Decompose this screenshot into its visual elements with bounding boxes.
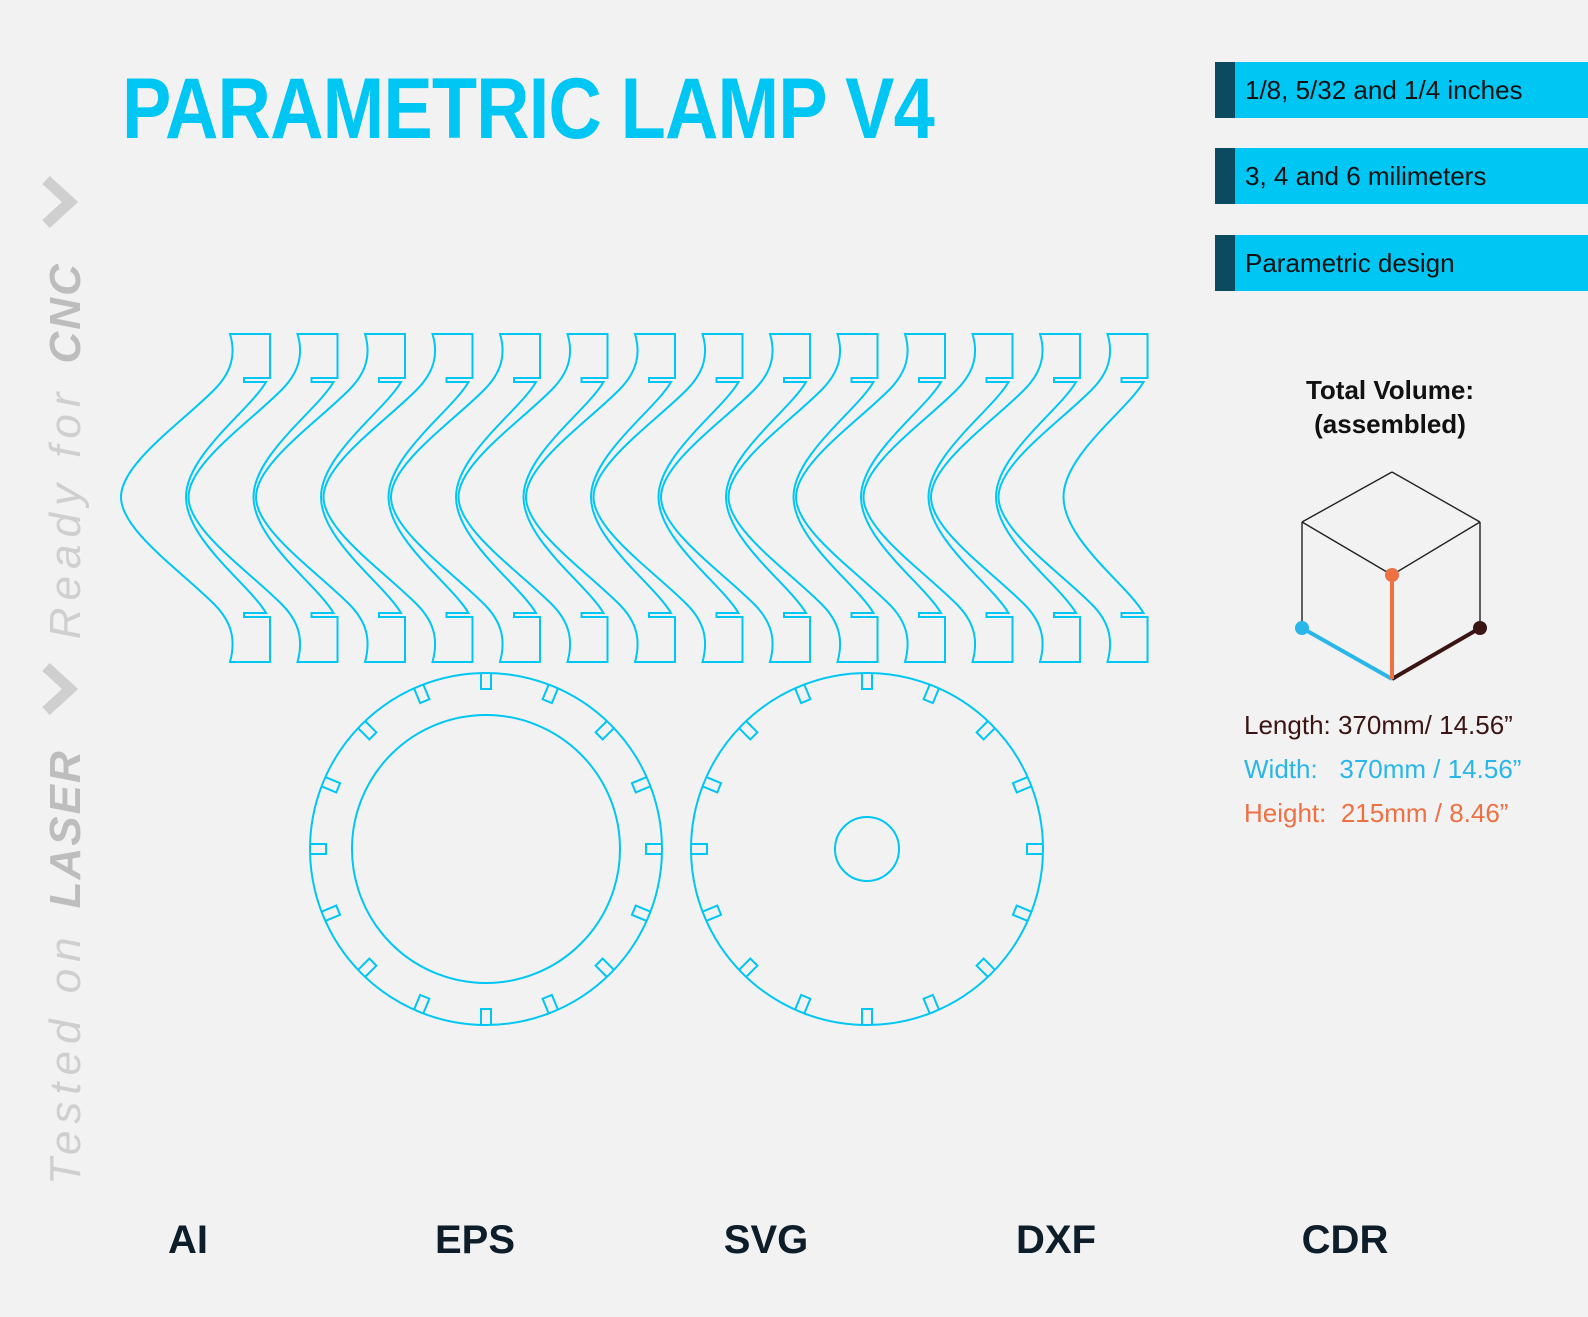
base-disc-part <box>690 672 1044 1026</box>
slot-notch <box>975 720 996 741</box>
format-svg: SVG <box>723 1218 809 1262</box>
tag-label: 3, 4 and 6 milimeters <box>1245 160 1487 191</box>
format-ai: AI <box>168 1218 208 1262</box>
slot-notch <box>594 720 615 741</box>
slot-notch <box>922 684 940 705</box>
slot-notch <box>691 843 708 855</box>
lamp-rib <box>659 333 811 663</box>
ring-inner-edge <box>351 714 621 984</box>
lamp-rib <box>997 333 1149 663</box>
slot-notch <box>321 776 342 794</box>
tag-parametric: Parametric design <box>1215 235 1588 291</box>
slot-notch <box>702 904 723 922</box>
file-formats: AI EPS SVG DXF CDR <box>0 1218 1588 1278</box>
cube-edge <box>1391 471 1481 523</box>
page-title: PARAMETRIC LAMP V4 <box>122 61 935 157</box>
slot-notch <box>702 776 723 794</box>
cube-edge <box>1301 521 1393 576</box>
volume-title-line: Total Volume: <box>1305 375 1475 405</box>
tag-label: 1/8, 5/32 and 1/4 inches <box>1245 74 1523 105</box>
chevron-right-icon <box>32 663 99 716</box>
lamp-rib <box>727 333 879 663</box>
slot-notch <box>922 993 940 1014</box>
lamp-rib <box>187 333 339 663</box>
length-dimension: Length: 370mm/ 14.56” <box>1244 710 1513 740</box>
lamp-rib <box>389 333 541 663</box>
tag-millimeters: 3, 4 and 6 milimeters <box>1215 148 1588 204</box>
lamp-rib <box>592 333 744 663</box>
slot-notch <box>630 904 651 922</box>
slot-notch <box>645 843 662 855</box>
format-eps: EPS <box>434 1218 516 1262</box>
ring-part <box>309 672 663 1026</box>
slot-notch <box>541 993 559 1014</box>
slot-notch <box>357 720 378 741</box>
cube-edge <box>1391 521 1481 576</box>
lamp-rib <box>862 333 1014 663</box>
tag-inches: 1/8, 5/32 and 1/4 inches <box>1215 62 1588 118</box>
slot-notch <box>794 993 812 1014</box>
lamp-rib <box>524 333 676 663</box>
slot-notch <box>310 843 327 855</box>
width-dimension: Width: 370mm / 14.56” <box>1244 754 1522 784</box>
slot-notch <box>794 684 812 705</box>
lamp-rib <box>794 333 946 663</box>
slot-notch <box>480 1008 492 1025</box>
cube-width-edge <box>1301 626 1393 681</box>
slot-notch <box>1011 776 1032 794</box>
slot-notch <box>594 957 615 978</box>
lamp-rib <box>119 333 271 663</box>
slot-notch <box>861 673 873 690</box>
slot-notch <box>1011 904 1032 922</box>
tag-bar <box>1215 235 1235 291</box>
side-caption: Tested on LASER Ready for CNC <box>32 145 99 1185</box>
slot-notch <box>975 957 996 978</box>
slot-notch <box>541 684 559 705</box>
lamp-rib <box>254 333 406 663</box>
slot-notch <box>321 904 342 922</box>
slot-notch <box>861 1008 873 1025</box>
lamp-rib <box>929 333 1081 663</box>
volume-title: Total Volume: (assembled) <box>1290 373 1490 441</box>
cube-edge <box>1301 471 1393 523</box>
tag-bar <box>1215 148 1235 204</box>
cube-length-edge <box>1390 626 1482 681</box>
height-dimension: Height: 215mm / 8.46” <box>1244 798 1509 828</box>
slot-notch <box>630 776 651 794</box>
slot-notch <box>357 957 378 978</box>
lamp-rib <box>322 333 474 663</box>
slot-notch <box>413 993 431 1014</box>
cube-height-dot <box>1385 568 1399 582</box>
disc-center-hole <box>834 816 900 882</box>
tag-label: Parametric design <box>1245 247 1455 278</box>
lamp-rib <box>457 333 609 663</box>
slot-notch <box>738 720 759 741</box>
volume-subtitle: (assembled) <box>1314 409 1466 439</box>
format-cdr: CDR <box>1301 1218 1389 1262</box>
format-dxf: DXF <box>1016 1218 1096 1262</box>
cube-width-dot <box>1295 621 1309 635</box>
slot-notch <box>480 673 492 690</box>
cube-length-dot <box>1473 621 1487 635</box>
tag-bar <box>1215 62 1235 118</box>
chevron-right-icon <box>32 176 99 229</box>
slot-notch <box>413 684 431 705</box>
slot-notch <box>1026 843 1043 855</box>
slot-notch <box>738 957 759 978</box>
